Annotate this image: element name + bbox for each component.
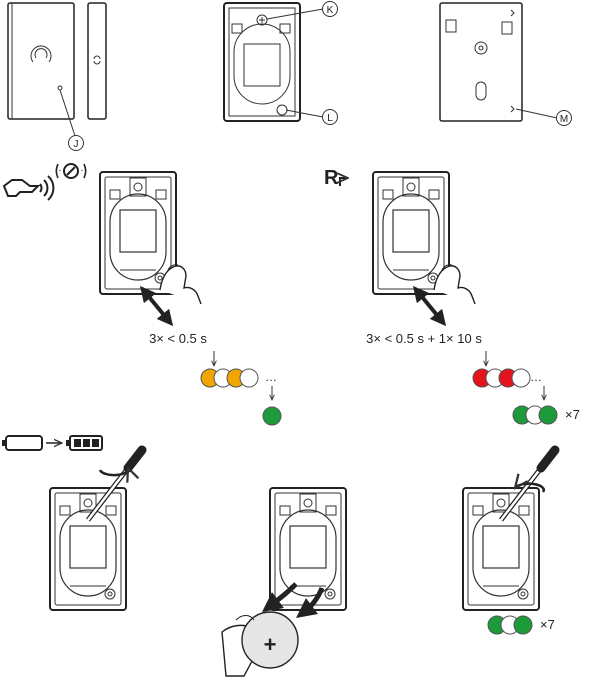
pairing-timing-label: 3× < 0.5 s	[149, 331, 207, 346]
pairing-confirm-led	[262, 406, 282, 426]
finger-press-icon-reset	[433, 264, 476, 305]
led-green	[513, 615, 533, 635]
base-plate-open-screw	[49, 487, 127, 611]
reset-led-sequence	[472, 368, 531, 388]
reset-confirm-count: ×7	[565, 407, 580, 422]
led-white	[239, 368, 259, 388]
battery-full-icon	[66, 435, 103, 451]
led-green	[538, 405, 558, 425]
base-plate-top	[223, 2, 324, 122]
screwdriver-close-icon	[499, 445, 560, 522]
detector-front-view	[7, 2, 107, 137]
led-green	[262, 406, 282, 426]
battery-confirm-count: ×7	[540, 617, 555, 632]
battery-plus-sign: +	[264, 632, 277, 657]
press-arrow-reset	[412, 285, 447, 327]
callout-k: K	[322, 1, 338, 17]
handshake-wireless-icon	[2, 163, 87, 201]
reset-ellipsis: …	[530, 370, 542, 384]
pairing-led-sequence	[200, 368, 259, 388]
battery-confirm-leds	[487, 615, 533, 635]
callout-j: J	[68, 135, 84, 151]
svg-text:M: M	[560, 114, 568, 125]
screwdriver-icon	[86, 445, 147, 522]
reset-confirm-leds	[512, 405, 558, 425]
svg-text:K: K	[327, 5, 334, 16]
svg-text:J: J	[74, 139, 79, 150]
base-plate-close-screw	[462, 487, 540, 611]
reset-timing-label: 3× < 0.5 s + 1× 10 s	[366, 331, 482, 346]
hand-battery-icon	[221, 611, 299, 677]
battery-swap-arrows	[262, 582, 325, 619]
base-plate-battery	[269, 487, 347, 611]
callout-m: M	[556, 110, 572, 126]
callout-l: L	[322, 109, 338, 125]
finger-press-icon	[159, 264, 202, 305]
svg-text:L: L	[327, 113, 333, 124]
reset-R-arrow-icon: R	[324, 167, 348, 189]
led-white	[511, 368, 531, 388]
detector-back-view	[439, 2, 558, 122]
coin-battery-icon	[241, 611, 299, 669]
press-arrow	[139, 285, 174, 327]
pairing-ellipsis: …	[265, 370, 277, 384]
svg-text:R: R	[324, 167, 339, 189]
battery-empty-icon	[2, 435, 43, 451]
